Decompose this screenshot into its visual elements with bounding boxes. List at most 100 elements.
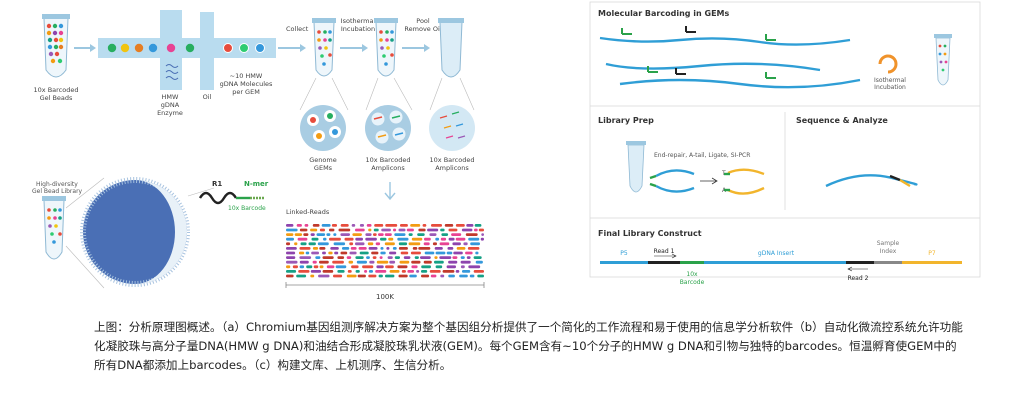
linked-read-segment [376,265,384,269]
linked-read-segment [448,237,455,241]
amplicons-label-1: 10x Barcoded [366,156,411,164]
linked-read-segment [368,274,377,278]
linked-read-segment [298,270,310,273]
construct-barcode-label-2: Barcode [680,279,705,286]
linked-read-segment [421,274,430,278]
linked-read-segment [424,251,435,255]
linked-read-segment [409,274,417,278]
linked-read-segment [418,228,426,232]
linked-read-segment [286,237,294,241]
linked-read-segment [394,256,400,259]
linked-read-segment [448,228,458,232]
linked-read-segment [460,256,465,259]
enzyme-label-2: gDNA [161,101,180,109]
linked-read-segment [303,233,309,236]
linked-read-segment [384,233,392,236]
microfluidic-channel [98,10,276,90]
linked-read-segment [478,228,484,232]
linked-read-segment [333,242,346,246]
linked-read-segment [398,247,408,250]
linked-read-segment [340,251,348,255]
linked-read-segment [355,228,365,232]
linked-read-segment [466,256,471,259]
linked-read-segment [306,265,313,269]
linked-read-segment [378,274,383,278]
linked-read-segment [332,260,344,264]
construct-barcode-label-1: 10x [686,271,698,278]
linked-read-segment [312,224,320,227]
linked-read-segment [310,274,315,278]
barcoded-amplicons-circle [365,105,411,151]
linked-read-segment [399,260,410,264]
linked-read-segment [421,265,431,269]
linked-read-segment [373,233,377,236]
sample-index-label-1: Sample [877,240,900,247]
linked-read-segment [368,228,372,232]
linked-read-segment [286,270,297,273]
pooled-tube [438,18,464,78]
linked-read-segment [466,224,474,227]
linked-read-segment [441,233,449,236]
pool-label-2: Remove Oil [404,25,441,33]
linked-read-segment [386,247,390,250]
linked-read-segment [362,265,374,269]
linked-read-segment [393,228,397,232]
linked-read-segment [322,270,334,273]
linked-read-segment [465,233,478,236]
linked-read-segment [408,242,421,246]
linked-read-segment [355,242,365,246]
down-arrow-icon [384,182,396,201]
linked-read-segment [319,260,329,264]
molecules-label-2: gDNA Molecules [220,80,273,88]
linked-read-segment [326,265,335,269]
linked-read-segment [374,224,384,227]
gel-bead-zoom [80,177,190,287]
amplicons-label-2: Amplicons [371,164,405,172]
linked-read-segment [416,270,420,273]
linked-read-segment [475,260,483,264]
linked-read-segment [460,260,471,264]
linked-read-segment [359,224,364,227]
linked-read-segment [286,242,291,246]
linked-read-segment [346,274,357,278]
linked-read-segment [333,274,343,278]
linked-read-segment [369,260,375,264]
mb-tube [934,34,952,86]
gel-beads-label-1: 10x Barcoded [34,86,79,94]
linked-read-segment [431,224,442,227]
linked-read-segment [375,270,387,273]
linked-read-segment [406,228,414,232]
linked-read-segment [468,237,480,241]
incubation-label-2: Incubation [341,25,375,33]
linked-read-segment [351,224,356,227]
genome-gems-label-2: GEMs [314,164,333,172]
linked-read-segment [318,274,330,278]
oil-label: Oil [203,93,212,101]
linked-read-segment [447,247,454,250]
linked-read-segment [305,251,310,255]
linked-read-segment [455,270,460,273]
linked-read-segment [465,251,473,255]
linked-read-segment [397,265,408,269]
linked-read-segment [427,228,439,232]
linked-read-segment [312,247,319,250]
linked-read-segment [421,270,428,273]
linked-read-segment [333,233,337,236]
library-prep-steps: End-repair, A-tail, Ligate, SI-PCR [654,152,750,159]
linked-read-segment [286,265,291,269]
linked-read-segment [351,265,359,269]
linked-read-segment [448,260,458,264]
linked-read-segment [414,256,419,259]
linked-read-segment [367,242,374,246]
linked-read-segment [398,242,408,246]
linked-read-segment [299,228,308,232]
linked-read-segment [468,265,481,269]
sequence-title: Sequence & Analyze [796,116,888,125]
read2-label: Read 2 [848,275,869,282]
linked-read-segment [297,237,308,241]
linked-read-segment [373,228,379,232]
linked-read-segment [313,265,319,269]
linked-read-segment [423,242,430,246]
linked-read-segment [365,233,372,236]
workflow-panel: 10x Barcoded Gel Beads HMW gDNA Enzyme O… [32,10,485,301]
